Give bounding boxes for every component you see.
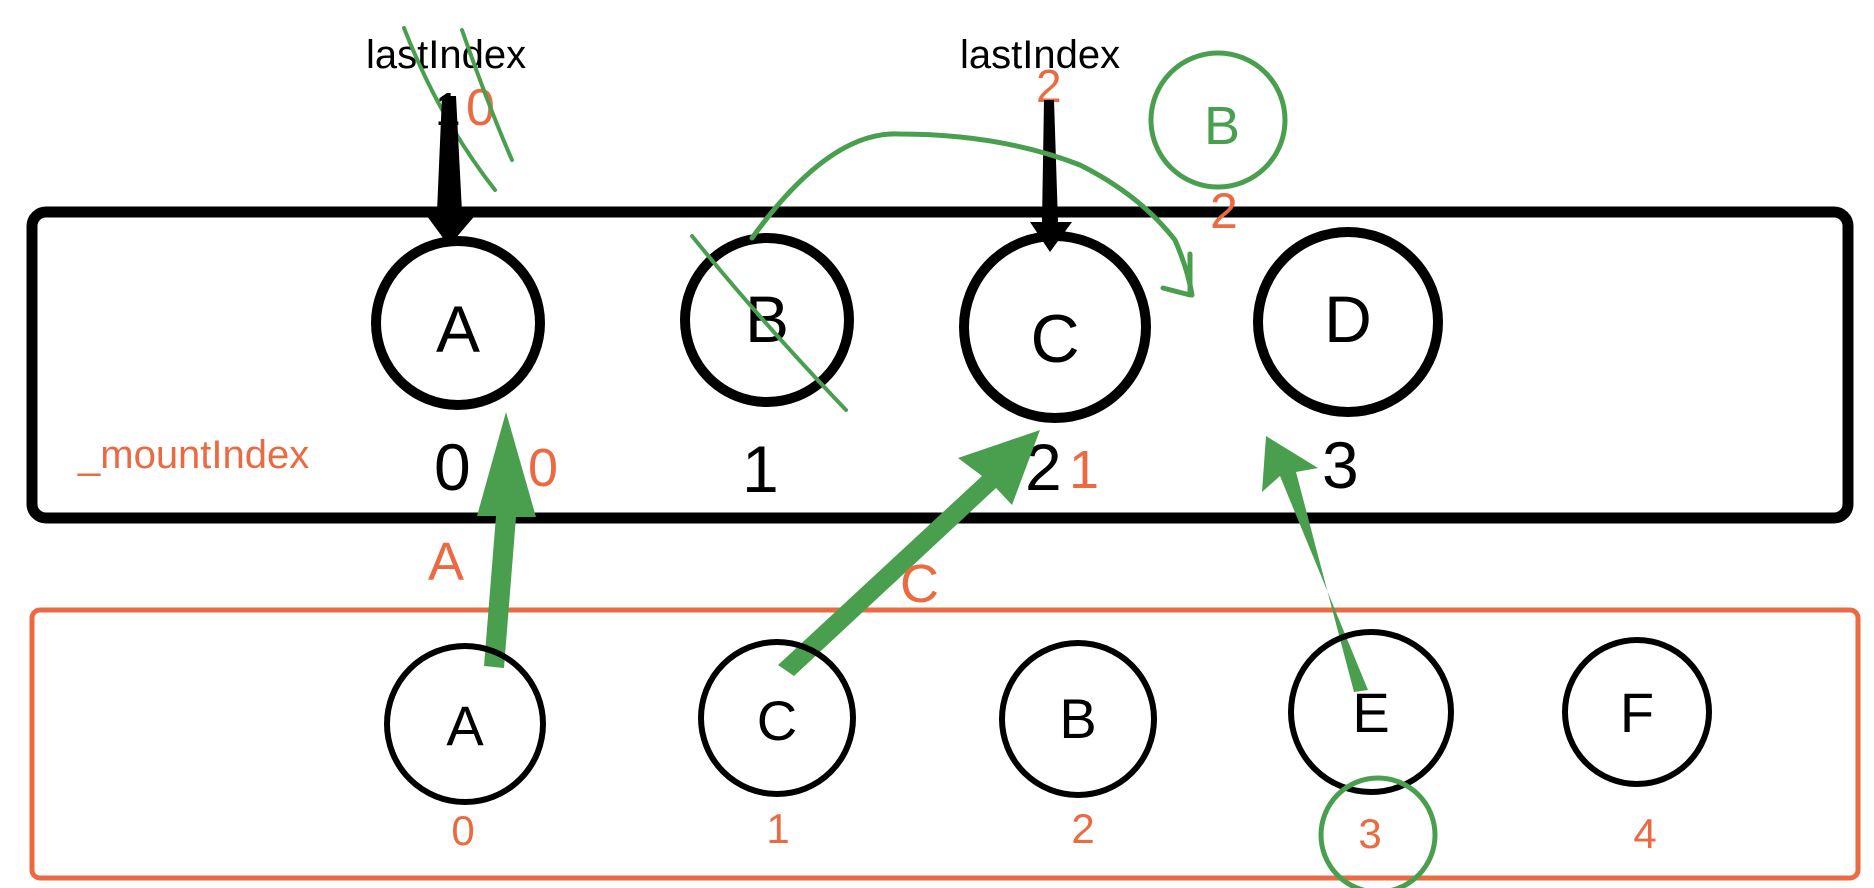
new-node-circle-b bbox=[999, 640, 1157, 798]
highlight-circle-index-3 bbox=[1318, 775, 1438, 888]
new-node-label: B bbox=[1059, 687, 1096, 750]
new-node-index: 0 bbox=[451, 807, 474, 854]
new-children-box bbox=[29, 607, 1861, 881]
old-node-circle-a bbox=[371, 236, 545, 410]
move-arrow-b-head bbox=[1160, 251, 1193, 298]
map-arrow-a bbox=[477, 412, 536, 668]
new-node-index: 3 bbox=[1358, 810, 1381, 857]
new-node-circle-c bbox=[698, 639, 856, 797]
last-index-label-left: lastIndex bbox=[366, 33, 526, 77]
new-node-label: A bbox=[446, 694, 484, 757]
new-node-label: E bbox=[1352, 681, 1389, 744]
new-node-circle-a bbox=[384, 643, 546, 805]
last-index-pointer-left bbox=[424, 96, 478, 246]
new-node-index: 1 bbox=[766, 805, 789, 852]
new-node-circle-f bbox=[1562, 637, 1712, 787]
old-node-circle-d bbox=[1253, 227, 1443, 417]
mount-index-label: _mountIndex bbox=[77, 433, 309, 477]
old-node-label: D bbox=[1324, 282, 1372, 356]
old-node-label: A bbox=[436, 292, 480, 366]
old-node-label: C bbox=[1030, 301, 1079, 377]
moved-node-label: B bbox=[1204, 96, 1240, 156]
moved-node-circle-b bbox=[1148, 50, 1288, 190]
moved-node-index: 2 bbox=[1210, 183, 1238, 239]
map-arrow-e bbox=[1262, 436, 1368, 692]
new-node-index: 2 bbox=[1071, 805, 1094, 852]
cross-out-mark bbox=[690, 234, 848, 412]
new-node-label: C bbox=[757, 689, 797, 752]
map-arrow-c bbox=[778, 430, 1040, 676]
old-node-index: 0 bbox=[434, 430, 471, 504]
last-index-pointer-right bbox=[1030, 100, 1072, 252]
old-node-new-index: 0 bbox=[528, 438, 558, 498]
last-index-label-right: lastIndex bbox=[960, 33, 1120, 77]
old-node-index: 1 bbox=[742, 432, 779, 506]
old-node-new-index: 1 bbox=[1069, 440, 1099, 500]
new-node-index: 4 bbox=[1633, 810, 1656, 857]
arrow-label-a: A bbox=[428, 532, 464, 592]
new-node-circle-e bbox=[1288, 629, 1454, 795]
old-node-circle-c bbox=[959, 231, 1151, 423]
move-arrow-b bbox=[749, 131, 1195, 298]
arrow-label-c: C bbox=[900, 554, 939, 614]
new-node-label: F bbox=[1620, 681, 1654, 744]
old-node-circle-b bbox=[680, 233, 854, 407]
cross-out-mark bbox=[460, 28, 514, 162]
old-node-index: 3 bbox=[1322, 428, 1359, 502]
old-node-label: B bbox=[745, 282, 789, 356]
